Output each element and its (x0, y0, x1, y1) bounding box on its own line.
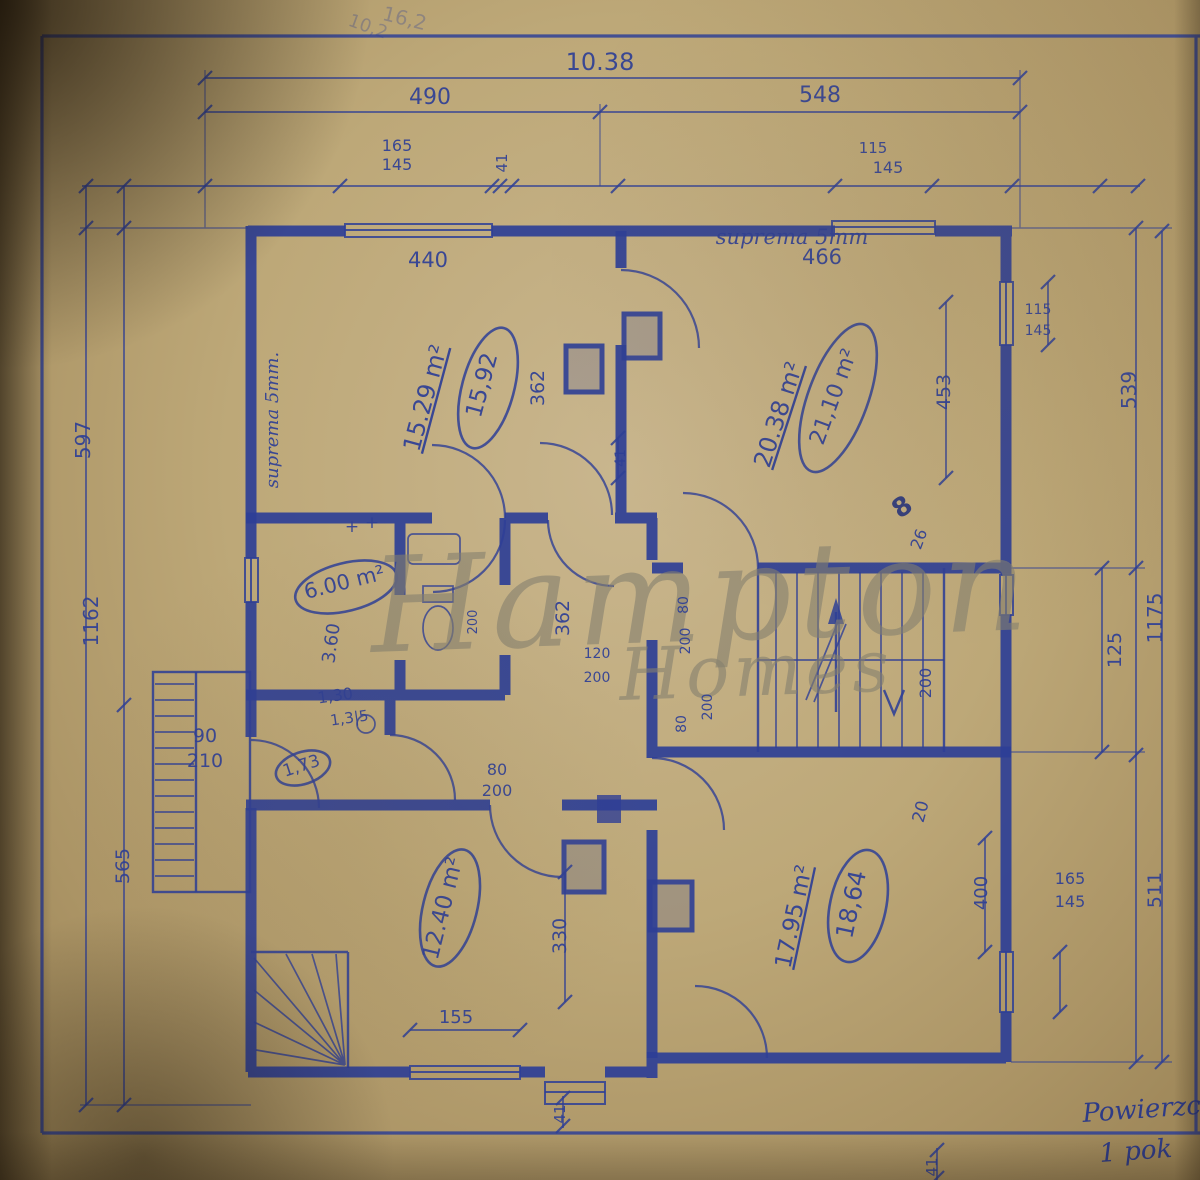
dimension-label: 200 (584, 670, 611, 686)
dimension-label: 453 (933, 374, 955, 410)
dimension-label: 125 (1104, 632, 1126, 668)
dimension-label: suprema 5mm (716, 225, 869, 249)
dimension-label: 400 (971, 876, 992, 910)
dimension-label: 145 (382, 155, 413, 174)
dimension-label: 200 (678, 628, 694, 655)
dimension-label: 145 (873, 158, 904, 177)
dimension-label: 1162 (79, 596, 103, 647)
dimension-label: 155 (439, 1007, 473, 1028)
dimension-label: 565 (112, 848, 134, 884)
corner-note-line1: Powierzch (1080, 1090, 1200, 1129)
dimension-label: 41 (613, 449, 629, 467)
dimension-label: 41 (493, 153, 511, 172)
corner-note-line2: 1 pok (1098, 1134, 1173, 1169)
dimension-label: 539 (1117, 371, 1141, 409)
flue-block-solid (597, 795, 621, 823)
dimension-label: suprema 5mm. (262, 352, 283, 488)
dimension-label: 80 (674, 715, 690, 733)
dimension-label: 41 (923, 1157, 941, 1176)
dimension-label: 466 (802, 245, 842, 269)
dimension-label: 80 (676, 596, 692, 614)
flue-block (647, 879, 695, 933)
dimension-label: 80 (487, 760, 507, 779)
dimension-label: 120 (584, 646, 611, 662)
dimension-label: 115 (1025, 302, 1052, 318)
spiral-stairs (251, 950, 350, 1068)
room-area-alt-label: 15,92 (461, 350, 503, 420)
dimension-label: 145 (1025, 323, 1052, 339)
porch-outline (151, 670, 252, 894)
dimension-label: 440 (408, 248, 448, 272)
watermark-line2: Homes (616, 623, 895, 717)
dimension-label: 490 (409, 85, 451, 110)
flue-block (621, 311, 663, 361)
dimension-label: 511 (1144, 872, 1166, 908)
dimension-label: 165 (1055, 869, 1086, 888)
dimension-label: 597 (71, 421, 95, 459)
flue-block (563, 343, 605, 395)
dimension-label: 20 (909, 799, 934, 825)
dimension-label: + (345, 517, 359, 537)
dimension-label: 115 (859, 139, 888, 157)
dimension-label: 90 (193, 725, 217, 747)
corner-notes: Powierzch 1 pok (1080, 1090, 1200, 1169)
dimension-label: 41 (551, 1104, 569, 1123)
entrance-porch (151, 670, 252, 894)
room-area-label: 1,73 (280, 751, 322, 782)
dimension-label: 165 (382, 136, 413, 155)
dimension-label: + (365, 513, 379, 533)
porch-step-hatch (155, 683, 194, 877)
room-area-label: 17.95 m² (771, 863, 818, 971)
dimension-label: 1175 (1143, 593, 1167, 644)
dimension-label: 210 (187, 750, 223, 772)
dimension-label: 548 (799, 83, 841, 108)
dimension-label: 1,30 (316, 684, 354, 708)
dimension-label: 200 (700, 694, 716, 721)
dimension-label: 362 (552, 600, 574, 636)
dimension-label: 330 (549, 918, 571, 954)
dimension-label: 200 (916, 668, 935, 699)
spiral-stair-fan (253, 953, 346, 1066)
dimension-label: 3.60 (318, 622, 344, 665)
dimension-label: 362 (527, 370, 549, 406)
room-area-label: 12.40 m² (418, 854, 469, 962)
room-area-label: 15.29 m² (398, 341, 453, 454)
dimension-label: 1,3|5 (329, 706, 370, 729)
dimension-label: 200 (482, 781, 513, 800)
dimension-label: 145 (1055, 892, 1086, 911)
dimension-label: 10.38 (566, 48, 635, 76)
dimension-label: 200 (466, 610, 481, 635)
